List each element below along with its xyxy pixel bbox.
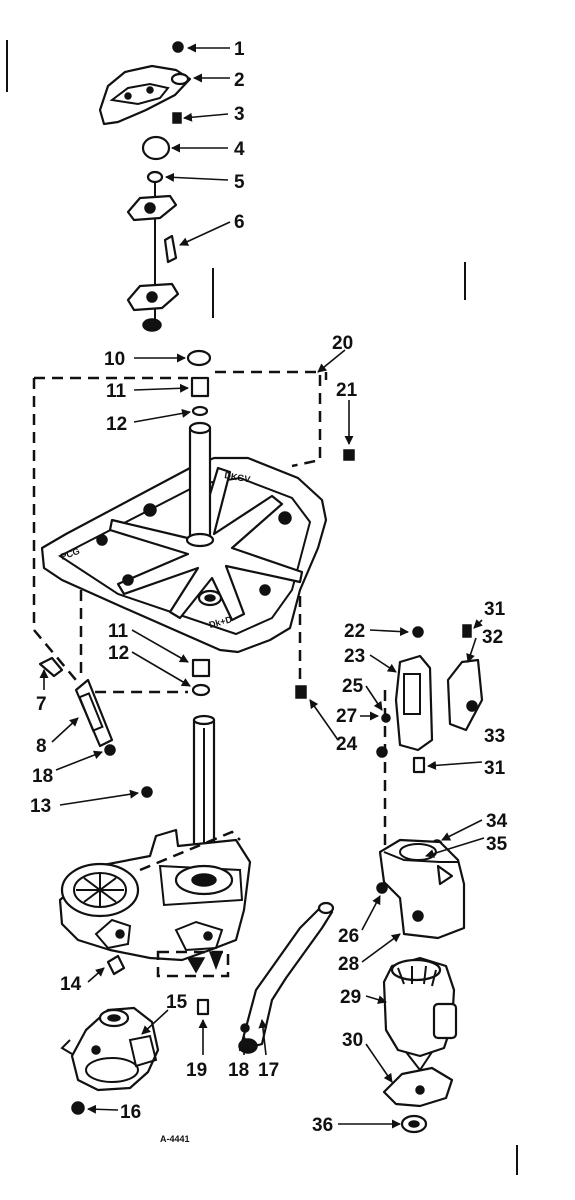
- callout-18-upper: 18: [32, 766, 53, 787]
- part-29-motor: [382, 956, 458, 1072]
- part-11-bearing: [190, 376, 210, 398]
- callout-34: 34: [486, 811, 508, 832]
- callout-3: 3: [234, 104, 245, 125]
- callout-24: 24: [336, 734, 358, 755]
- callout-12-upper: 12: [106, 414, 127, 435]
- callout-10: 10: [104, 349, 125, 370]
- callout-28: 28: [338, 954, 359, 975]
- part-13-fastener: [141, 786, 153, 798]
- callout-14: 14: [60, 974, 82, 995]
- part-31-screw: [462, 624, 472, 638]
- part-24-fastener: [295, 685, 307, 699]
- part-33-nut: [466, 700, 478, 712]
- callout-21: 21: [336, 380, 358, 401]
- callout-4: 4: [234, 139, 245, 160]
- transmission-assembly: [58, 714, 252, 978]
- part-17-arm: [238, 904, 334, 1052]
- part-5-cap: [146, 170, 164, 184]
- part-28-motor-bracket: [378, 838, 466, 940]
- callout-29: 29: [340, 987, 361, 1008]
- callout-6: 6: [234, 212, 245, 233]
- part-2-bracket: [98, 64, 192, 126]
- svg-text:DKGV: DKGV: [224, 470, 251, 484]
- part-16-bolt: [71, 1101, 85, 1115]
- callout-labels: 1 2 3 4 5 6 10 11 12 20 21 11 12 7 8 18 …: [30, 39, 508, 1136]
- callout-2: 2: [234, 70, 245, 91]
- callout-19: 19: [186, 1060, 207, 1081]
- part-7-pin: [38, 656, 64, 678]
- callout-15: 15: [166, 992, 188, 1013]
- callout-31-lower: 31: [484, 758, 506, 779]
- callout-11-upper: 11: [106, 381, 127, 402]
- part-4-ring: [141, 135, 171, 161]
- callout-11-lower: 11: [108, 621, 129, 642]
- callout-17: 17: [258, 1060, 279, 1081]
- callout-36: 36: [312, 1115, 333, 1136]
- part-18-nut: [104, 744, 116, 756]
- part-19-screw: [196, 998, 210, 1016]
- callout-32: 32: [482, 627, 503, 648]
- callout-8: 8: [36, 736, 47, 757]
- callout-33: 33: [484, 726, 505, 747]
- callout-26: 26: [338, 926, 359, 947]
- part-32-bracket: [446, 658, 484, 732]
- part-31-screw-lower: [412, 756, 426, 774]
- callout-35: 35: [486, 834, 508, 855]
- part-18-nut-lower: [240, 1023, 250, 1033]
- callout-30: 30: [342, 1030, 363, 1051]
- part-25-washer: [381, 713, 391, 723]
- part-12-washer: [191, 405, 209, 417]
- part-1-nut: [172, 41, 184, 53]
- part-10-seal: [186, 349, 212, 367]
- callout-22: 22: [344, 621, 365, 642]
- callout-7: 7: [36, 694, 47, 715]
- callout-20: 20: [332, 333, 353, 354]
- callout-1: 1: [234, 39, 245, 60]
- callout-5: 5: [234, 172, 245, 193]
- leader-lines: [39, 43, 485, 1129]
- callout-12-lower: 12: [108, 643, 129, 664]
- callout-25: 25: [342, 676, 364, 697]
- part-20-shaft: [188, 426, 212, 542]
- part-22-nut: [412, 626, 424, 638]
- drawing-code: A-4441: [160, 1134, 190, 1144]
- callout-13: 13: [30, 796, 51, 817]
- callout-31-upper: 31: [484, 599, 506, 620]
- part-12-washer-lower: [191, 683, 211, 697]
- part-27-nut: [376, 746, 388, 758]
- part-30-fan: [382, 1066, 454, 1108]
- tub-support-plate: PCG Dk+D DKGV: [40, 421, 328, 654]
- part-11-bearing-lower: [191, 658, 211, 678]
- callout-16: 16: [120, 1102, 141, 1123]
- part-14-screw: [106, 954, 126, 976]
- part-8-link: [74, 678, 114, 748]
- top-assembly: [98, 41, 192, 332]
- callout-18-lower: 18: [228, 1060, 249, 1081]
- part-15-pump: [60, 1006, 160, 1092]
- part-6-clip: [163, 234, 178, 264]
- part-3-screw: [172, 112, 182, 124]
- part-23-bracket: [394, 654, 434, 752]
- callout-23: 23: [344, 646, 365, 667]
- part-21-fastener: [343, 449, 355, 461]
- part-26-nut: [376, 882, 388, 894]
- callout-27: 27: [336, 706, 357, 727]
